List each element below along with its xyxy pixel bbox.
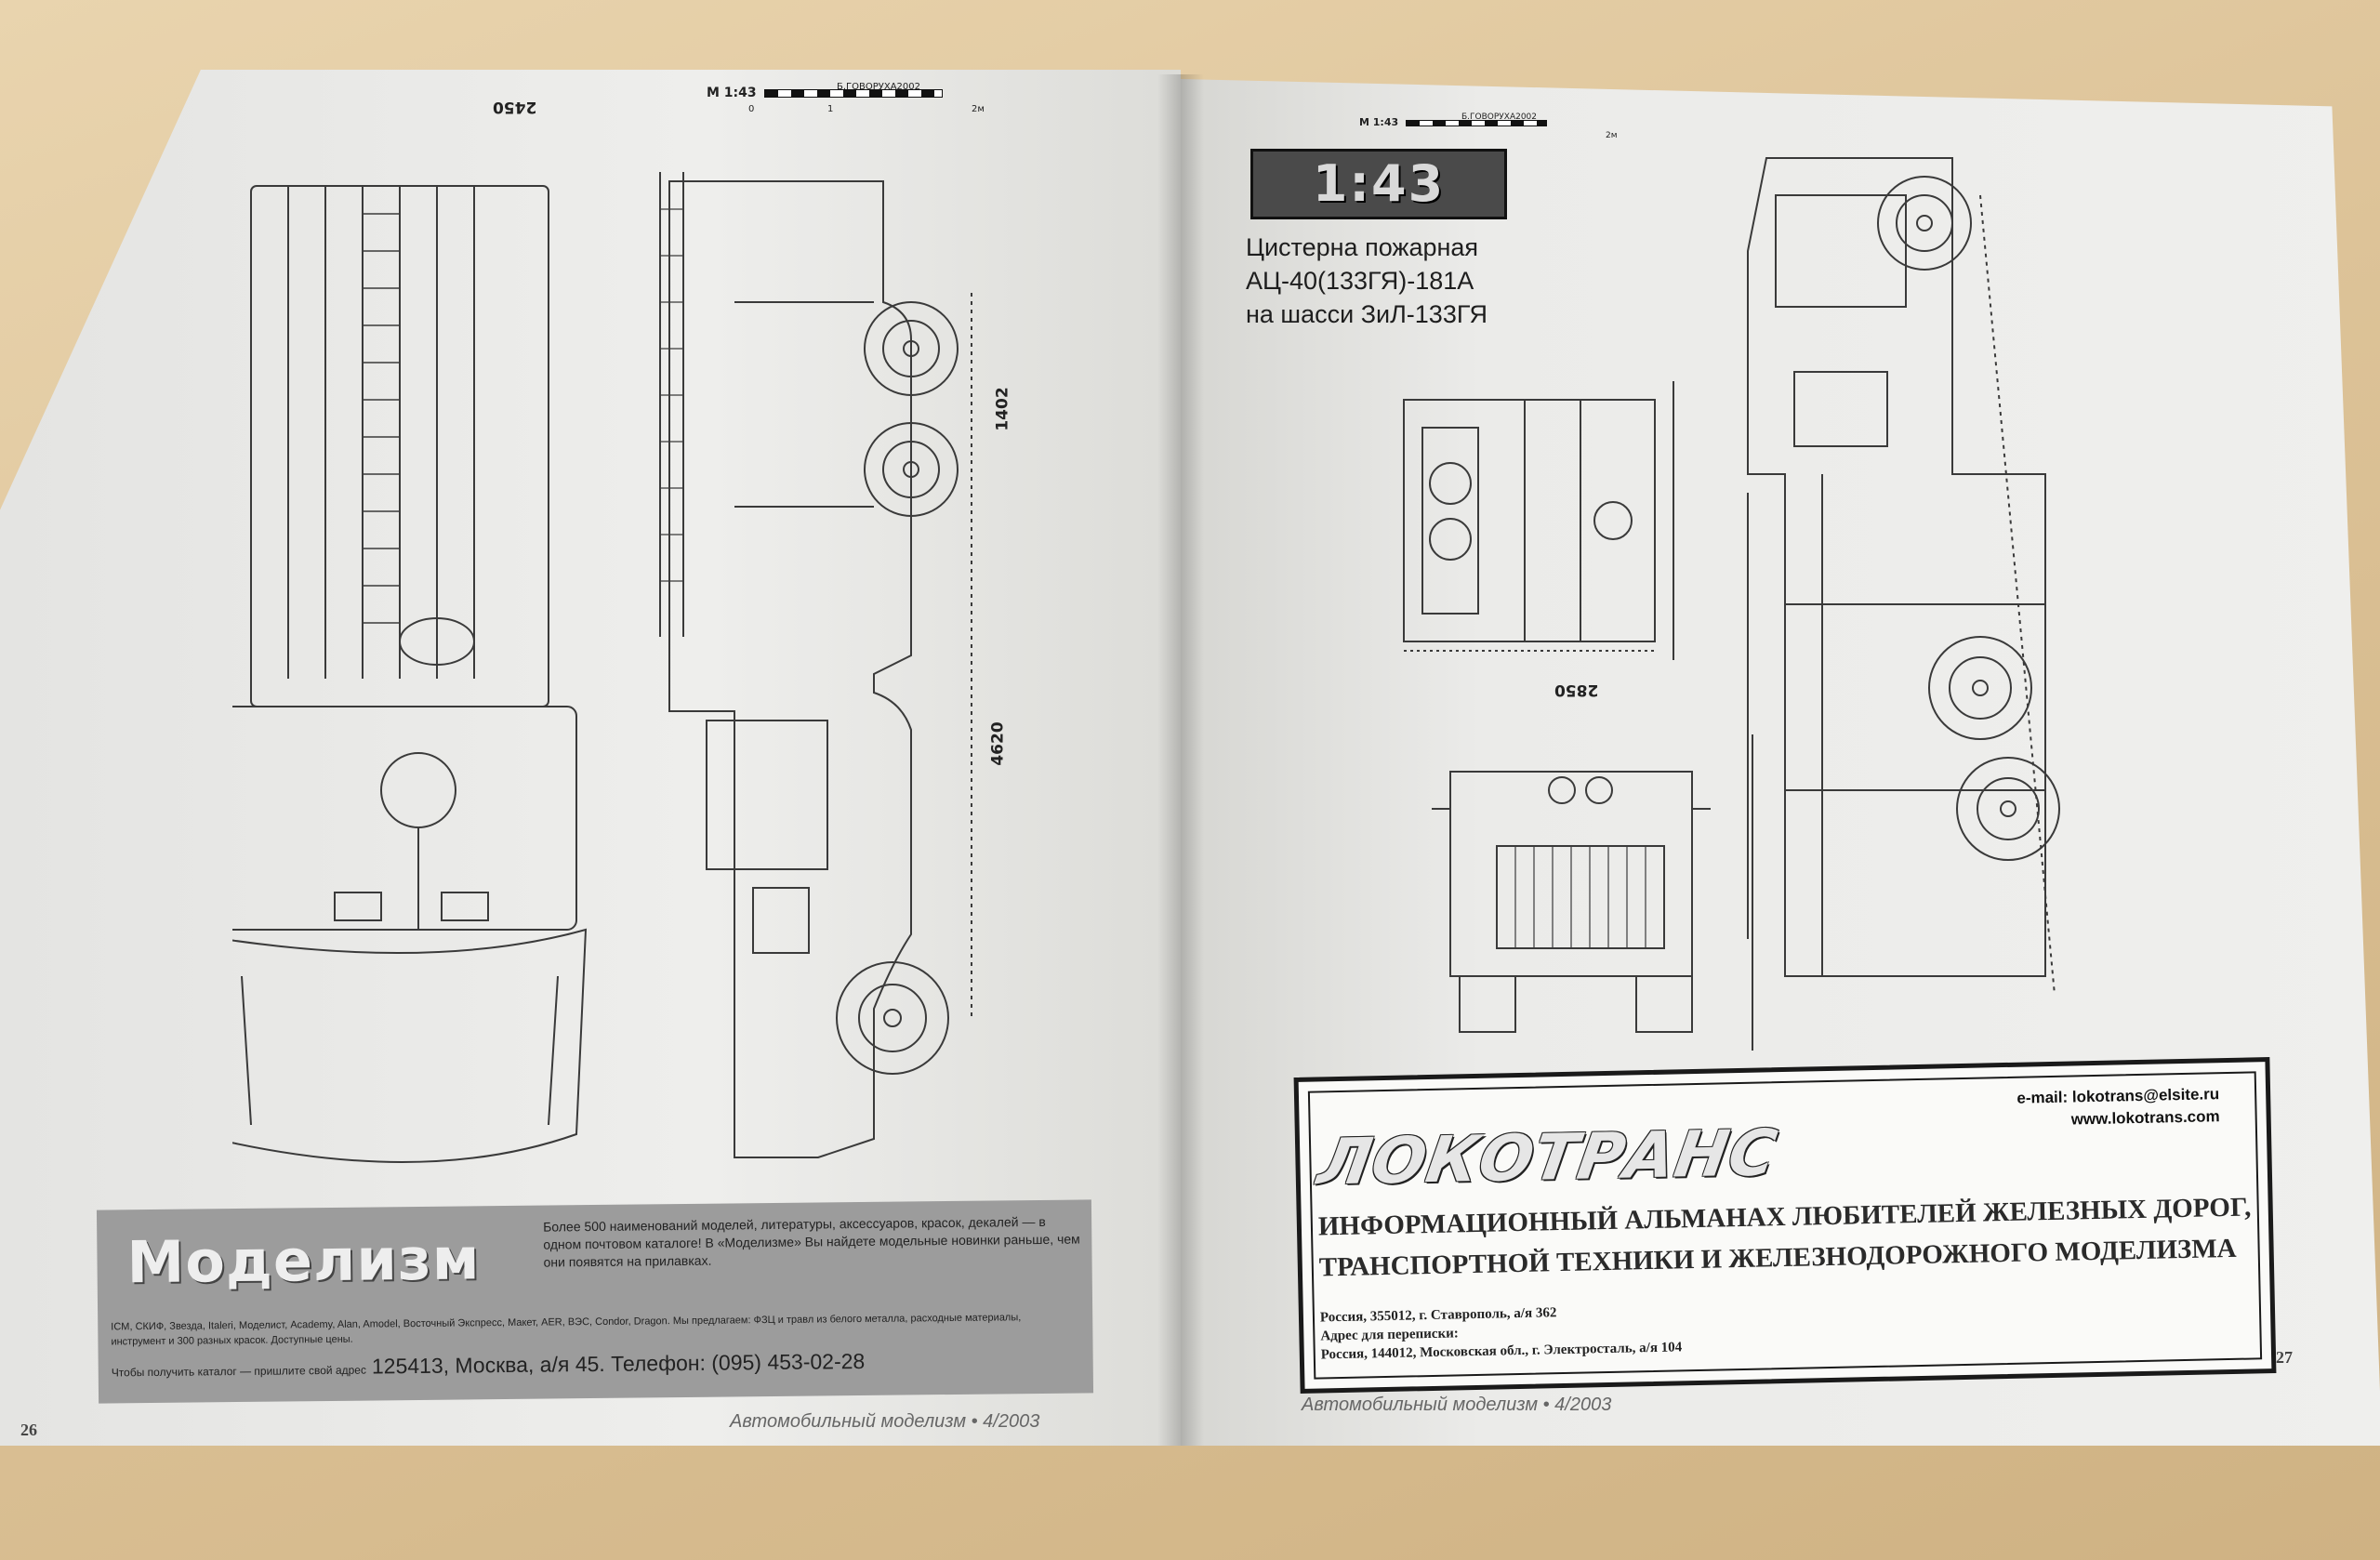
book-gutter <box>1157 74 1204 1446</box>
right-scale-tick-2: 2м <box>1606 131 1618 140</box>
dimension-wheelbase: 4620 <box>988 721 1008 766</box>
lokotrans-contacts: e-mail: lokotrans@elsite.ru www.lokotran… <box>2016 1083 2220 1132</box>
title-line-3: на шасси ЗиЛ-133ГЯ <box>1246 300 1488 328</box>
left-page-number: 26 <box>20 1421 37 1439</box>
left-scale-ruler <box>763 88 943 98</box>
title-line-2: АЦ-40(133ГЯ)-181А <box>1246 267 1474 295</box>
dimension-track-width: 2850 <box>1554 681 1599 699</box>
right-scale-label: М 1:43 <box>1359 116 1399 128</box>
modelizm-description: Более 500 наименований моделей, литерату… <box>543 1213 1080 1270</box>
right-page-footer: Автомобильный моделизм • 4/2003 <box>1302 1395 1612 1415</box>
modelizm-address: Чтобы получить каталог — пришлите свой а… <box>112 1349 866 1382</box>
dimension-width-top: 2450 <box>493 98 537 116</box>
scale-badge: 1:43 <box>1250 149 1507 219</box>
dimension-wheelbase-rear: 1402 <box>993 387 1012 431</box>
left-scale-tick-1: 1 <box>827 104 834 114</box>
rear-top-view-drawing <box>1403 381 1674 660</box>
modelizm-fine-print: ICM, СКИФ, Звезда, Italeri, Моделист, Ac… <box>111 1312 1022 1348</box>
lokotrans-logo: ЛОКОТРАНС <box>1313 1117 1782 1200</box>
lokotrans-postal: Россия, 355012, г. Ставрополь, а/я 362 А… <box>1320 1301 1683 1364</box>
right-scale-ruler <box>1406 119 1548 126</box>
right-scale-author: Б.ГОВОРУХА2002 <box>1461 112 1538 122</box>
modelizm-address-lead: Чтобы получить каталог — пришлите свой а… <box>111 1363 367 1380</box>
front-view-drawing <box>1432 734 1753 1051</box>
left-scale-tick-2: 2м <box>972 104 985 114</box>
left-scale-label: М 1:43 <box>707 86 757 100</box>
left-scale-bar: М 1:43 Б.ГОВОРУХА2002 0 1 2м <box>707 82 985 114</box>
left-scale-tick-0: 0 <box>748 104 755 114</box>
modelizm-logo: Моделизм <box>126 1224 481 1297</box>
right-scale-bar: М 1:43 Б.ГОВОРУХА2002 2м <box>1359 112 1618 140</box>
right-side-view-drawing <box>1747 157 2060 996</box>
left-scale-author: Б.ГОВОРУХА2002 <box>837 82 921 92</box>
drawing-title: Цистерна пожарная АЦ-40(133ГЯ)-181А на ш… <box>1246 231 1636 331</box>
top-view-drawing <box>232 185 588 1163</box>
left-page-footer: Автомобильный моделизм • 4/2003 <box>730 1411 1040 1432</box>
lokotrans-website: www.lokotrans.com <box>2070 1107 2220 1129</box>
side-view-drawing <box>659 172 972 1158</box>
right-page-number: 27 <box>2276 1348 2293 1367</box>
modelizm-address-value: 125413, Москва, а/я 45. Телефон: (095) 4… <box>371 1348 866 1379</box>
title-line-1: Цистерна пожарная <box>1246 233 1479 261</box>
lokotrans-ad: e-mail: lokotrans@elsite.ru www.lokotran… <box>1293 1057 2277 1394</box>
modelizm-ad: Моделизм Более 500 наименований моделей,… <box>96 1199 1094 1404</box>
